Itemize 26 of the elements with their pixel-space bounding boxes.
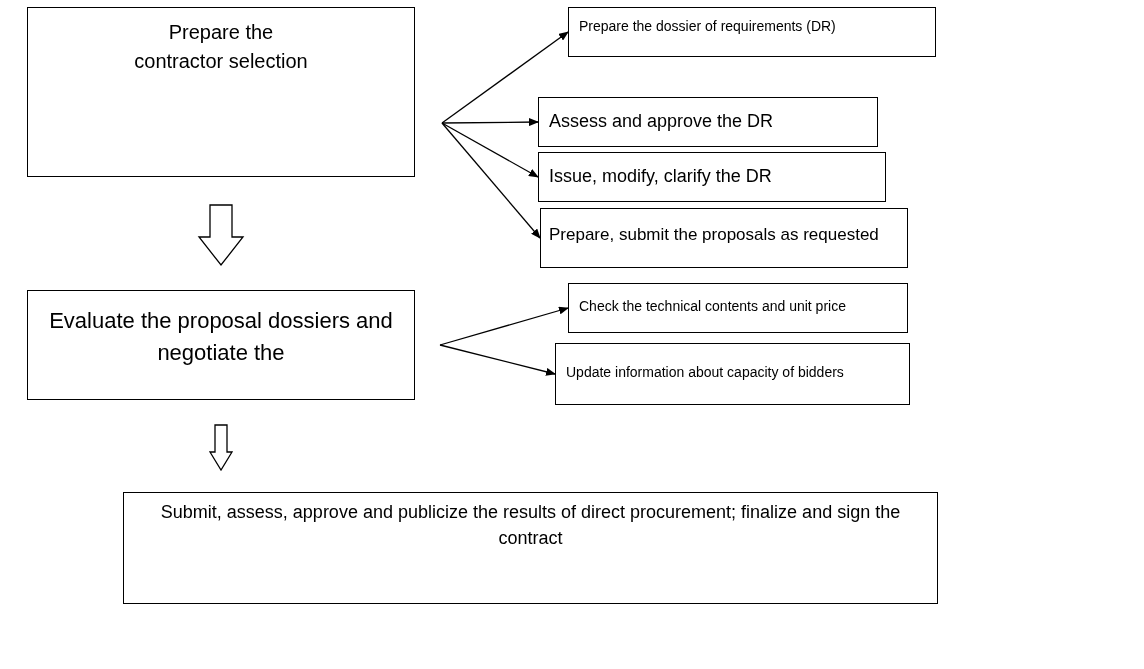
box-label: Check the technical contents and unit price xyxy=(579,297,847,316)
arrow xyxy=(441,31,569,124)
arrow xyxy=(441,122,541,239)
process-box xyxy=(568,7,936,57)
box-label: Issue, modify, clarify the DR xyxy=(549,165,773,188)
box-label: Assess and approve the DR xyxy=(549,110,775,133)
box-label: Prepare the dossier of requirements (DR) xyxy=(579,17,837,36)
process-box xyxy=(555,343,910,405)
process-box xyxy=(27,290,415,400)
block-arrow xyxy=(208,424,234,472)
box-label: Prepare, submit the proposals as requested xyxy=(549,224,880,246)
process-box xyxy=(568,283,908,333)
process-box xyxy=(123,492,938,604)
process-box xyxy=(538,152,886,202)
arrow xyxy=(441,118,539,127)
box-label: Submit, assess, approve and publicize the results of direct procurement; finalize and sign the contract xyxy=(159,501,902,551)
arrow xyxy=(441,122,539,178)
process-box xyxy=(540,208,908,268)
box-label: Evaluate the proposal dossiers and negotiate the xyxy=(48,307,394,367)
process-box xyxy=(27,7,415,177)
arrow xyxy=(439,344,556,376)
box-label: Update information about capacity of bidders xyxy=(566,363,845,382)
process-box xyxy=(538,97,878,147)
arrow xyxy=(439,306,569,346)
block-arrow xyxy=(197,204,245,267)
box-label: Prepare the contractor selection xyxy=(133,20,309,74)
